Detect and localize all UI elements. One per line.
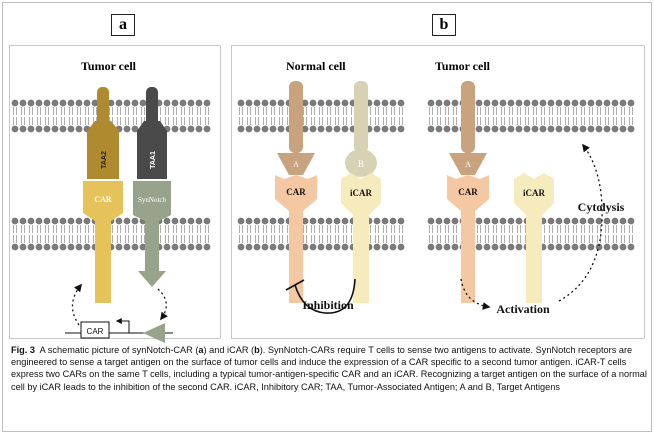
inhibition-bar bbox=[285, 279, 305, 291]
panel-a-diagram: TAA2 CAR TAA1 SynNotch CAR bbox=[65, 87, 173, 343]
icar-receptor-tumor bbox=[514, 173, 554, 303]
activation-label: Activation bbox=[496, 302, 550, 316]
membrane-b-normal-bottom bbox=[237, 217, 405, 251]
antigen-b-stalk bbox=[354, 81, 368, 153]
taa2-stalk bbox=[97, 87, 109, 131]
car-peach-tumor bbox=[447, 175, 489, 303]
activation-arrow bbox=[460, 278, 491, 310]
car-peach bbox=[275, 175, 317, 303]
promoter-arrow bbox=[115, 318, 130, 333]
panel-b-normal-title: Normal cell bbox=[286, 59, 346, 73]
car-gene-label: CAR bbox=[87, 327, 104, 336]
car-receptor bbox=[83, 181, 123, 303]
panel-a-label: a bbox=[111, 14, 135, 36]
release-arrow bbox=[157, 288, 168, 321]
antigen-b-label: B bbox=[358, 159, 364, 169]
caption-b: b bbox=[254, 345, 260, 355]
icar-label-normal: iCAR bbox=[350, 188, 372, 198]
panel-b-tumor-diagram: A CAR iCAR Activation Cytolysis bbox=[447, 81, 625, 316]
taa2-label: TAA2 bbox=[101, 151, 108, 169]
inhibition-arc bbox=[294, 278, 356, 314]
car-label-normal: CAR bbox=[286, 187, 306, 197]
inhibition-label: Inhibition bbox=[302, 298, 354, 312]
icar-label-tumor: iCAR bbox=[523, 188, 545, 198]
car-label: CAR bbox=[94, 195, 112, 204]
transcription-factor bbox=[143, 323, 165, 343]
antigen-a2 bbox=[449, 153, 487, 175]
caption-a: a bbox=[198, 345, 204, 355]
diagram-canvas: TAA2 CAR TAA1 SynNotch CAR bbox=[11, 81, 635, 343]
caption-fig-number: Fig. 3 bbox=[11, 345, 35, 355]
panel-b-tumor-title: Tumor cell bbox=[435, 59, 491, 73]
taa1-antigen bbox=[137, 131, 167, 179]
icar-receptor-normal bbox=[341, 173, 381, 303]
antigen-b bbox=[345, 149, 377, 177]
synnotch-label: SynNotch bbox=[138, 196, 167, 204]
taa2-antigen bbox=[87, 131, 119, 179]
panel-b-normal-diagram: A CAR B iCAR Inhibition bbox=[275, 81, 381, 314]
antigen-a-stalk bbox=[289, 81, 303, 153]
caption-text-2: ) and iCAR ( bbox=[203, 345, 255, 355]
cytolysis-label: Cytolysis bbox=[578, 200, 625, 214]
synnotch-receptor bbox=[133, 181, 171, 287]
car-gene-box bbox=[80, 321, 110, 339]
antigen-a bbox=[277, 153, 315, 175]
car-label-tumor: CAR bbox=[458, 187, 478, 197]
taa1-stalk bbox=[146, 87, 158, 131]
antigen-a2-stalk bbox=[461, 81, 475, 153]
panel-b-label: b bbox=[432, 14, 456, 36]
cytolysis-arrow bbox=[558, 143, 603, 302]
caption-text-3: ). SynNotch-CARs require T cells to sens… bbox=[11, 345, 647, 392]
membrane-b-tumor-top bbox=[427, 99, 635, 133]
membrane-b-tumor-bottom bbox=[427, 217, 635, 251]
antigen-a-label: A bbox=[293, 160, 299, 169]
caption-text-1: A schematic picture of synNotch-CAR ( bbox=[39, 345, 199, 355]
antigen-a2-label: A bbox=[465, 160, 471, 169]
expression-arrow bbox=[71, 283, 82, 326]
figure-caption: Fig. 3 A schematic picture of synNotch-C… bbox=[11, 344, 647, 393]
membrane-b-normal-top bbox=[237, 99, 405, 133]
panel-a-title: Tumor cell bbox=[81, 59, 137, 73]
taa1-label: TAA1 bbox=[150, 151, 157, 169]
